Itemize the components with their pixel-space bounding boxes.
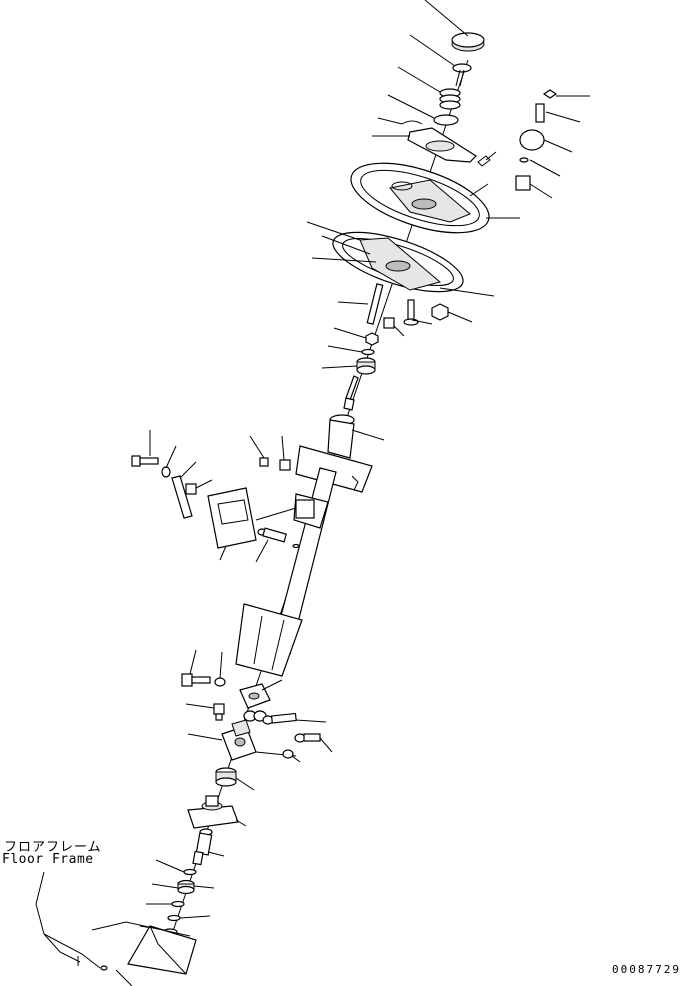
leader-lower-shaft [207,851,225,857]
leader-column-nut-a [249,435,265,459]
yoke-upper-part [239,683,271,709]
leader-wheel-hub-d [439,287,495,297]
clamp-bolt-b-part [294,733,321,743]
horn-cap-part [451,32,485,52]
steering-wheel-part [350,162,490,234]
leader-knob-base [529,183,553,199]
lever-bolt-part [131,455,159,467]
leader-knob-washer [529,159,561,177]
leader-knob-body [543,139,573,153]
leader-spacer [393,325,405,337]
leader-wheel-hub-c [311,257,377,263]
leader-clamp-bolt-b [319,737,333,753]
column-nut-a-part [259,457,269,467]
hub-plate-part [407,127,477,163]
leader-lever-nut [195,479,213,489]
leader-horn-cap [424,0,469,37]
leader-clip [485,151,497,161]
steering-column-part [235,414,373,677]
leader-spring [397,66,441,93]
leader-column-nut-b [281,435,285,461]
leader-bearing [321,365,358,369]
floor-frame-label-english: Floor Frame [2,852,94,867]
floor-frame-label-japanese: フロアフレーム [4,840,102,855]
leader-shaft-washer [327,345,363,353]
leader-bracket [219,545,227,561]
leader-clamp-bolt-a [295,719,327,723]
leader-column [351,429,385,441]
leader-clamp-washer [291,755,301,763]
leader-horn-contact [409,34,456,67]
leader-boot-seal [235,777,255,791]
lever-nut-part [185,483,197,495]
floor-frame-part [35,871,197,986]
leader-lever-washer [165,445,177,469]
bracket-bolt-part [257,527,300,549]
leader-hex-nut [447,311,473,323]
joint-bolt-part [181,673,211,687]
leader-lower-bearing-b [193,885,215,889]
leader-joint-washer [219,651,223,679]
lever-part [171,475,193,519]
bearing-part [356,357,376,375]
shaft-upper-part [343,375,359,411]
washer-part [433,114,459,126]
leader-knob-screw [545,111,581,123]
leader-wheel-hub-a [306,221,361,241]
lever-washer-part [161,466,171,478]
clip-part [477,155,491,167]
leader-lever [179,461,197,479]
spring-part [439,88,461,110]
leader-mount-bolt [411,319,433,325]
leader-wheel-hub-b [321,235,371,255]
leader-universal-joint [187,733,223,741]
leader-lower-washer-a [155,859,185,873]
lower-shaft-part [192,828,213,866]
joint-washer-part [214,677,226,687]
lower-washer-a-part [183,868,197,876]
shaft-nut-part [365,332,379,346]
clamp-bolt-a-part [262,712,297,725]
leader-joint-bolt [189,649,197,675]
boot-seal-part [215,767,237,787]
universal-joint-part [221,719,257,761]
drawing-number: 00087729 [612,963,681,976]
leader-lower-flange [235,819,247,827]
lower-washer-b-part [171,900,185,908]
leader-lower-washer-c [179,915,211,919]
horn-contact-part [452,63,472,87]
leader-snap-ring [377,117,403,125]
leader-joint-nut [185,703,215,709]
lower-bearing-part [177,879,195,895]
lower-flange-part [187,795,239,829]
column-nut-b-part [279,459,291,471]
leader-long-pin [337,301,369,305]
hex-nut-part [431,303,449,321]
leader-washer [387,94,435,119]
joint-nut-part [213,703,225,721]
clamp-washer-part [282,749,294,759]
leader-lower-bearing [151,883,179,889]
leader-bracket-bolt [255,539,269,563]
spacer-part [383,317,395,329]
leader-yoke-upper [261,679,283,691]
lower-washer-c-part [167,914,181,922]
leader-shaft-nut [333,327,367,339]
snap-ring-part [401,120,423,125]
mounting-bracket-part [207,487,315,549]
leader-steering-wheel-2 [469,183,489,197]
shaft-washer-part [361,348,375,356]
spinner-knob-part [515,89,558,191]
long-pin-part [366,283,384,325]
